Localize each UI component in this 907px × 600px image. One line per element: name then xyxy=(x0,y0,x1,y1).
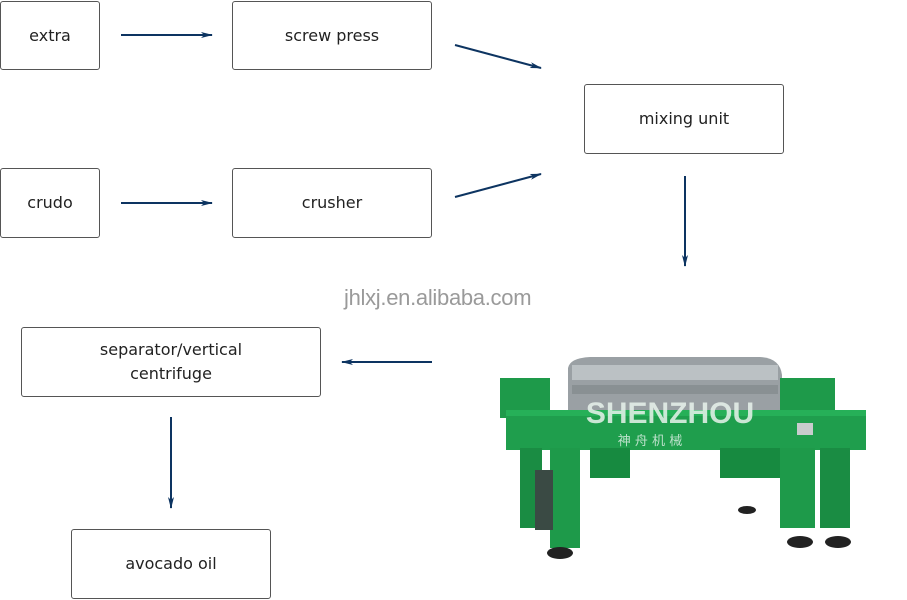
arrow-screw-press-to-mixing-unit xyxy=(454,44,542,69)
watermark-text: jhlxj.en.alibaba.com xyxy=(344,285,532,310)
node-label: screw press xyxy=(284,25,380,45)
arrow-crusher-to-mixing-unit xyxy=(454,173,542,198)
node-label: crusher xyxy=(301,193,363,212)
node-mixing-unit: mixing unit xyxy=(584,84,784,154)
node-label: crudo xyxy=(27,193,73,212)
node-separator: separator/vertical centrifuge xyxy=(21,327,321,397)
node-avocado-oil: avocado oil xyxy=(71,529,271,599)
node-label: separator/vertical centrifuge xyxy=(99,340,243,383)
decanter-centrifuge-image: SHENZHOU 神 舟 机 械 xyxy=(500,357,866,559)
machine-brand-cn: 神 舟 机 械 xyxy=(618,434,682,449)
node-label: mixing unit xyxy=(638,109,730,128)
node-label: extra xyxy=(29,25,71,45)
node-crudo: crudo xyxy=(0,168,100,238)
node-crusher: crusher xyxy=(232,168,432,238)
machine-brand: SHENZHOU xyxy=(586,397,754,430)
node-extra: extra xyxy=(0,1,100,70)
node-screw-press: screw press xyxy=(232,1,432,70)
node-label: avocado oil xyxy=(125,554,217,573)
